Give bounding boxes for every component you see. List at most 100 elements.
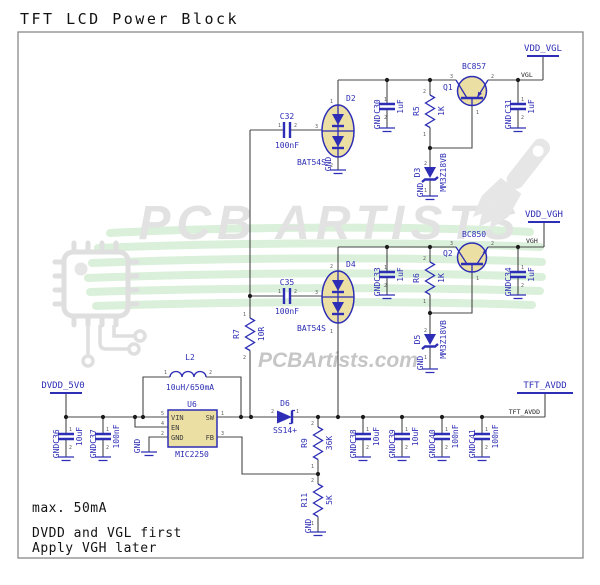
u6-pin-gnd: GND [171, 434, 184, 442]
gnd-symbol: GND [416, 356, 438, 374]
gnd-symbol: GND [416, 183, 438, 201]
svg-text:GND: GND [428, 444, 437, 459]
gnd-symbol: GND [388, 444, 410, 462]
u6-value: MIC2250 [175, 450, 209, 459]
c35-value: 100nF [275, 307, 299, 316]
c36-pin2: 2 [69, 445, 72, 451]
c30-pin1: 1 [384, 97, 387, 103]
component-l2-inductor: L2 10uH/650mA 1 2 [164, 353, 214, 392]
component-c32-capacitor: C32 100nF 1 2 [275, 112, 299, 150]
c30-value: 1uF [396, 99, 405, 114]
u6-pin4: 4 [161, 421, 164, 427]
gnd-symbol: GND [373, 115, 395, 133]
r7-pin1: 1 [243, 312, 246, 318]
d4-pin1: 1 [330, 329, 333, 335]
component-c39-capacitor: C39 10uF 1 2 [388, 427, 420, 451]
svg-text:GND: GND [349, 444, 358, 459]
r9-value: 36K [325, 436, 334, 451]
c31-pin1: 1 [521, 97, 524, 103]
l2-value: 10uH/650mA [166, 383, 214, 392]
c39-pin2: 2 [405, 445, 408, 451]
c37-value: 100nF [112, 424, 121, 448]
component-d4-dual-diode: D4 BAT54S 2 3 1 [297, 260, 356, 335]
net-labels: VGL VGH TFT_AVDD [509, 71, 540, 416]
component-u6-ic: U6 MIC2250 VIN EN GND SW FB 5 4 2 1 3 [161, 400, 224, 459]
c36-ref: C36 [52, 429, 61, 444]
d3-pin2: 2 [424, 161, 427, 167]
sheet-frame [17, 31, 584, 559]
c34-value: 1uF [527, 267, 536, 282]
svg-text:GND: GND [324, 157, 333, 172]
svg-text:GND: GND [504, 115, 513, 130]
d3-pin1: 1 [424, 188, 427, 194]
r7-value: 10R [257, 327, 266, 342]
page-title: TFT LCD Power Block [20, 10, 239, 28]
r7-ref: R7 [232, 329, 241, 339]
d4-ref: D4 [346, 260, 356, 269]
r5-value: 1K [437, 106, 446, 116]
c32-pin2: 2 [294, 123, 297, 129]
c32-pin1: 1 [278, 123, 281, 129]
d4-pin2: 2 [330, 264, 333, 270]
component-c30-capacitor: C30 1uF 1 2 [373, 97, 405, 121]
u6-pin-sw: SW [206, 414, 215, 422]
d6-pin2: 2 [271, 409, 274, 415]
c39-value: 10uF [411, 427, 420, 446]
d6-pin1: 1 [296, 409, 299, 415]
gnd-symbol: GND [468, 444, 490, 462]
u6-pin1: 1 [221, 411, 224, 417]
u6-ref: U6 [187, 400, 197, 409]
c31-pin2: 2 [521, 115, 524, 121]
c33-pin1: 1 [384, 265, 387, 271]
q1-pin2: 2 [491, 74, 494, 80]
d4-value: BAT54S [297, 324, 326, 333]
component-r5-resistor: R5 1K 2 1 [412, 89, 446, 138]
svg-text:GND: GND [89, 444, 98, 459]
r11-pin1: 1 [311, 521, 314, 527]
component-c36-capacitor: C36 10uF 1 2 [52, 427, 84, 451]
r9-pin1: 1 [311, 464, 314, 470]
component-c31-capacitor: C31 1uF 1 2 [504, 97, 536, 121]
q2-pin3: 3 [450, 241, 453, 247]
r9-ref: R9 [300, 438, 309, 448]
power-label-vdd-vgh: VDD_VGH [525, 210, 563, 220]
component-r11-resistor: R11 5K 2 1 [300, 478, 334, 527]
chip-icon [52, 240, 147, 368]
l2-pin1: 1 [164, 370, 167, 376]
power-tft-avdd: TFT_AVDD [517, 381, 573, 394]
d2-pin2: 2 [330, 163, 333, 169]
q1-ref: Q1 [443, 83, 453, 92]
c39-ref: C39 [388, 429, 397, 444]
power-label-tft-avdd: TFT_AVDD [523, 381, 566, 391]
notes: max. 50mA DVDD and VGL first Apply VGH l… [32, 501, 181, 556]
u6-pin-vin: VIN [171, 414, 184, 422]
c40-pin1: 1 [445, 427, 448, 433]
d2-value: BAT54S [297, 158, 326, 167]
svg-text:GND: GND [416, 183, 425, 198]
note-sequence-2: Apply VGH later [32, 541, 157, 556]
d5-pin2: 2 [424, 328, 427, 334]
q2-pin1: 1 [476, 276, 479, 282]
c41-ref: C41 [468, 429, 477, 444]
junction-dots [63, 77, 521, 477]
gnd-symbol: GND [504, 282, 526, 300]
component-r9-resistor: R9 36K 2 1 [300, 421, 334, 470]
c39-pin1: 1 [405, 427, 408, 433]
c31-value: 1uF [527, 99, 536, 114]
svg-text:GND: GND [133, 439, 142, 454]
r9-pin2: 2 [311, 421, 314, 427]
c38-pin1: 1 [366, 427, 369, 433]
d6-ref: D6 [280, 399, 290, 408]
c37-pin1: 1 [106, 427, 109, 433]
q1-pin3: 3 [450, 74, 453, 80]
d5-pin1: 1 [424, 355, 427, 361]
net-label-vgl: VGL [521, 71, 533, 79]
component-d6-schottky-diode: D6 SS14+ 2 1 [271, 399, 299, 435]
component-d5-zener: D5 MM3Z18VB 2 1 [413, 320, 448, 361]
component-c33-capacitor: C33 1uF 1 2 [373, 265, 405, 289]
c33-pin2: 2 [384, 283, 387, 289]
q2-pin2: 2 [491, 241, 494, 247]
r5-pin2: 2 [423, 89, 426, 95]
l2-ref: L2 [185, 353, 195, 362]
c32-ref: C32 [280, 112, 295, 121]
